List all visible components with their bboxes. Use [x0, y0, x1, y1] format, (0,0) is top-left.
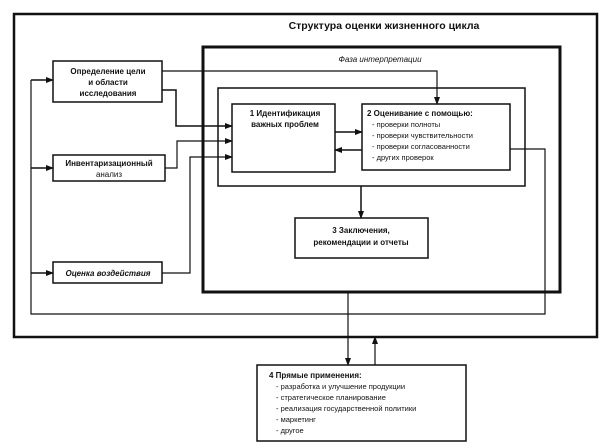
evaluation-item: - проверки чувствительности [372, 131, 473, 140]
identification-line-2: важных проблем [251, 120, 319, 129]
applications-item: - маркетинг [276, 415, 316, 424]
arrow-impact-to-identification [162, 154, 233, 274]
inventory-line-2: анализ [96, 170, 122, 179]
feedback-line [30, 80, 546, 315]
applications-item: - стратегическое планирование [276, 393, 386, 402]
evaluation-heading: 2 Оценивание с помощью: [367, 109, 473, 118]
arrow-inventory-to-identification [165, 138, 233, 169]
arrow-goal-to-identification [162, 89, 233, 129]
diagram-title: Структура оценки жизненного цикла [289, 20, 480, 32]
applications-item: - разработка и улучшение продукции [276, 382, 405, 391]
goal-line-1: Определение цели [70, 67, 145, 76]
evaluation-item: - проверки согласованности [372, 142, 470, 151]
goal-line-3: исследования [80, 89, 137, 98]
impact-label: Оценка воздействия [66, 269, 151, 278]
conclusions-line-2: рекомендации и отчеты [313, 238, 408, 247]
conclusions-line-1: 3 Заключения, [332, 226, 390, 235]
phase-label: Фаза интерпретации [338, 55, 422, 64]
arrow-goal-to-evaluation [162, 70, 440, 105]
interpretation-phase-box [201, 45, 562, 294]
applications-item: - другое [276, 426, 304, 435]
goal-line-2: и области [88, 78, 128, 87]
box-direct-applications [256, 364, 467, 442]
evaluation-item: - других проверок [372, 153, 434, 162]
inventory-line-1: Инвентаризационный [65, 159, 152, 168]
applications-heading: 4 Прямые применения: [269, 371, 362, 380]
outer-frame [12, 12, 599, 339]
identification-line-1: 1 Идентификация [250, 109, 321, 118]
applications-item: - реализация государственной политики [276, 404, 416, 413]
inner-frame [217, 87, 526, 187]
evaluation-item: - проверки полноты [372, 120, 440, 129]
